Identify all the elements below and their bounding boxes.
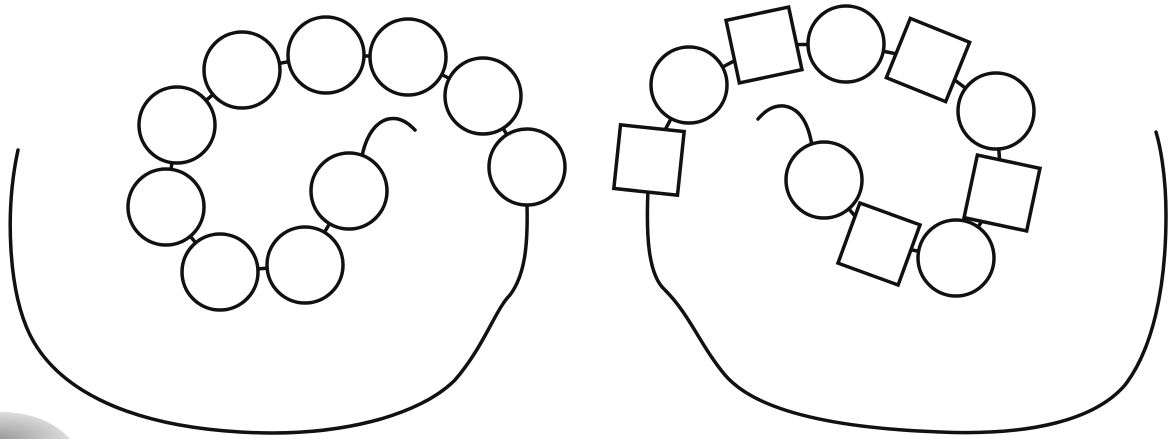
left-bead-4: [128, 169, 204, 245]
right-bead-chain: [614, 6, 1040, 296]
left-bead-1: [311, 153, 387, 229]
corner-shade: [0, 412, 70, 439]
left-bead-2: [267, 227, 343, 303]
right-panel: [614, 6, 1166, 433]
left-bead-5: [139, 87, 215, 163]
right-container-outline: [647, 132, 1166, 433]
left-bead-6: [204, 32, 280, 108]
left-bead-7: [288, 17, 364, 93]
right-bead-8: [808, 6, 884, 82]
left-bead-9: [445, 58, 521, 134]
right-bead-11: [614, 125, 684, 195]
left-bead-3: [182, 234, 258, 310]
right-bead-6: [958, 73, 1034, 149]
left-chain-tail: [362, 119, 415, 156]
right-bead-3: [838, 203, 920, 285]
right-bead-5: [964, 155, 1040, 231]
right-chain-tail: [758, 106, 812, 146]
right-bead-9: [726, 7, 802, 83]
right-bead-4: [918, 220, 994, 296]
right-bead-7: [886, 18, 969, 101]
left-bead-10: [489, 129, 565, 205]
left-container-outline: [10, 150, 527, 433]
left-panel: [10, 17, 565, 433]
left-bead-chain: [128, 17, 565, 310]
right-bead-2: [786, 142, 862, 218]
left-bead-8: [370, 19, 446, 95]
right-bead-10: [651, 47, 727, 123]
